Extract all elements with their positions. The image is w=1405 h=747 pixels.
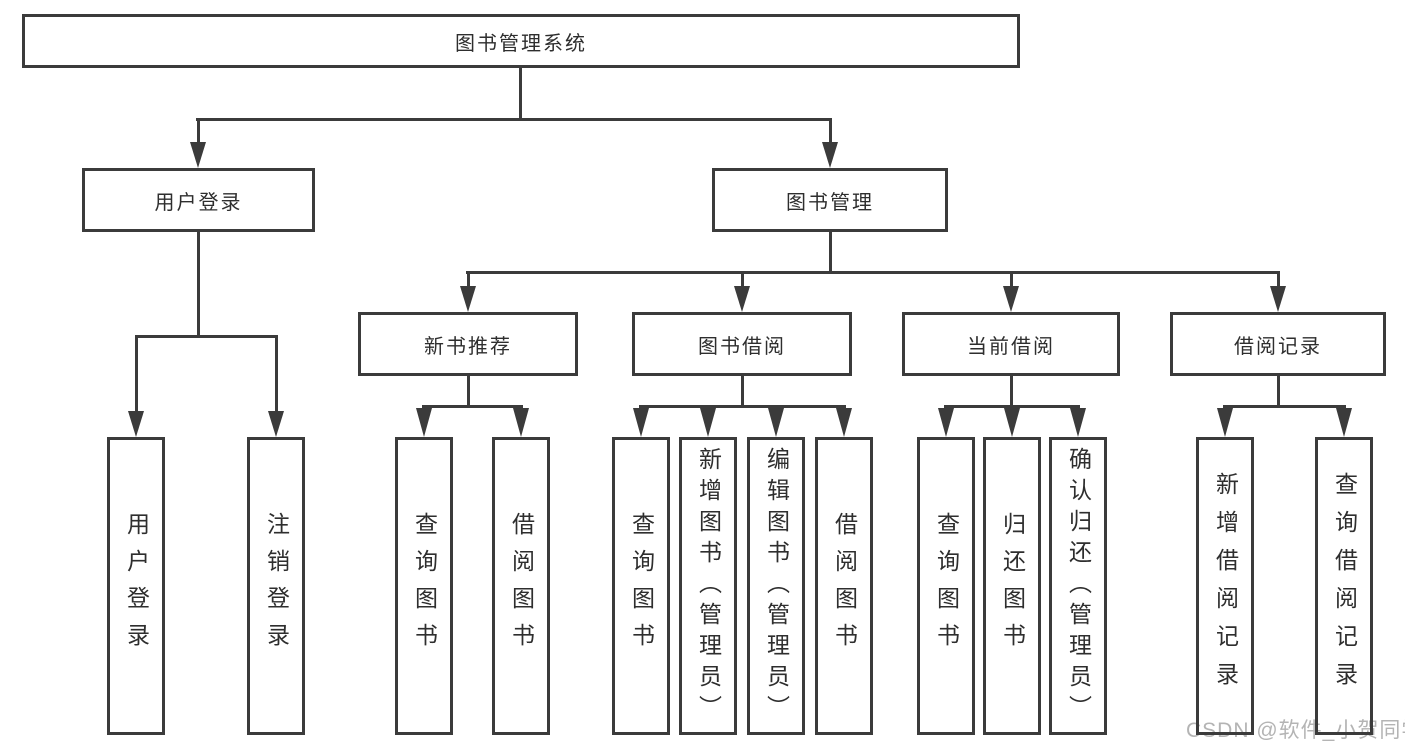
leaf-search-borrow-record: 查询借阅记录	[1315, 437, 1373, 735]
connector-arrow-borrowing	[734, 286, 750, 312]
connector-arrow-new-books	[460, 286, 476, 312]
leaf-search-book-borrowing: 查询图书	[612, 437, 670, 735]
connector-level2-bus	[196, 118, 832, 121]
connector-arrow-add-record	[1217, 408, 1233, 437]
node-book-borrowing: 图书借阅	[632, 312, 852, 376]
node-new-book-recommend: 新书推荐	[358, 312, 578, 376]
connector-records-bus	[1223, 405, 1346, 408]
connector-arrow-book-mgmt	[822, 142, 838, 168]
leaf-confirm-return-admin: 确认归还（管理员）	[1049, 437, 1107, 735]
leaf-add-borrow-record: 新增借阅记录	[1196, 437, 1254, 735]
connector-records-stem	[1277, 376, 1280, 407]
connector-arrow-current	[1003, 286, 1019, 312]
csdn-watermark: CSDN @软件_小贺同学	[1186, 719, 1405, 742]
connector-arrow-search-record	[1336, 408, 1352, 437]
connector-drop-new-books	[467, 271, 470, 288]
leaf-search-book-current: 查询图书	[917, 437, 975, 735]
connector-arrow-logout-leaf	[268, 411, 284, 437]
connector-borrowing-bus	[639, 405, 846, 408]
connector-arrow-user-login	[190, 142, 206, 168]
leaf-logout: 注销登录	[247, 437, 305, 735]
connector-drop-borrowing	[741, 271, 744, 288]
leaf-return-book: 归还图书	[983, 437, 1041, 735]
connector-arrow-borrow-book-1	[513, 408, 529, 437]
connector-arrow-login-leaf	[128, 411, 144, 437]
node-current-borrowing: 当前借阅	[902, 312, 1120, 376]
connector-arrow-borrow-book-2	[836, 408, 852, 437]
connector-borrowing-stem	[741, 376, 744, 407]
leaf-borrow-book-recommend: 借阅图书	[492, 437, 550, 735]
connector-user-login-stem	[197, 232, 200, 337]
connector-arrow-edit-book	[768, 408, 784, 437]
connector-arrow-records	[1270, 286, 1286, 312]
connector-arrow-search-book-2	[633, 408, 649, 437]
connector-arrow-return-book	[1004, 408, 1020, 437]
connector-arrow-search-book-3	[938, 408, 954, 437]
connector-root-stem	[519, 68, 522, 121]
connector-book-mgmt-stem	[829, 232, 832, 274]
connector-new-books-bus	[422, 405, 523, 408]
connector-arrow-search-book-1	[416, 408, 432, 437]
node-user-login-branch: 用户登录	[82, 168, 315, 232]
connector-current-stem	[1010, 376, 1013, 407]
connector-user-login-bus	[135, 335, 278, 338]
connector-drop-current	[1010, 271, 1013, 288]
connector-drop-logout-leaf	[275, 335, 278, 411]
connector-drop-records	[1277, 271, 1280, 288]
node-borrow-records: 借阅记录	[1170, 312, 1386, 376]
leaf-user-login: 用户登录	[107, 437, 165, 735]
leaf-edit-book-admin: 编辑图书（管理员）	[747, 437, 805, 735]
connector-new-books-stem	[467, 376, 470, 407]
leaf-borrow-book-borrowing: 借阅图书	[815, 437, 873, 735]
leaf-search-book-recommend: 查询图书	[395, 437, 453, 735]
connector-arrow-add-book	[700, 408, 716, 437]
node-book-management-branch: 图书管理	[712, 168, 948, 232]
connector-current-bus	[944, 405, 1080, 408]
connector-level3-bus	[466, 271, 1280, 274]
connector-drop-user-login	[197, 118, 200, 146]
connector-drop-login-leaf	[135, 335, 138, 411]
connector-arrow-confirm-return	[1070, 408, 1086, 437]
leaf-add-book-admin: 新增图书（管理员）	[679, 437, 737, 735]
node-root-library-system: 图书管理系统	[22, 14, 1020, 68]
connector-drop-book-mgmt	[829, 118, 832, 146]
